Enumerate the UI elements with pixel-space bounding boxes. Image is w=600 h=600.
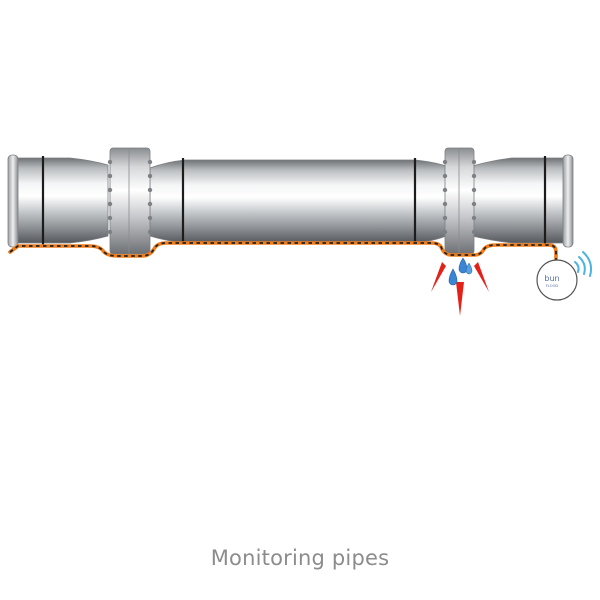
sensor-logo-text: bun [544, 274, 559, 283]
leak-arrow-left [431, 262, 446, 292]
sensor-body [536, 259, 578, 301]
pipe-end-left [7, 154, 19, 248]
leak-indicator [431, 257, 489, 316]
pipe [7, 154, 574, 248]
water-drop-icon [458, 257, 468, 274]
sensor-logo-subtext: FLOOD [546, 284, 559, 288]
caption: Monitoring pipes [210, 546, 390, 570]
water-drop-icon [465, 262, 473, 275]
wifi-signal-icon [574, 251, 593, 277]
pipe-flange-right [442, 147, 477, 255]
leak-arrow-right [474, 262, 489, 292]
water-drop-icon [448, 268, 458, 286]
sensing-cable [8, 241, 558, 262]
leak-sensor: bun FLOOD [536, 251, 593, 301]
pipe-flange-left [107, 147, 153, 255]
pipe-end-right [562, 154, 574, 248]
leak-arrow-center [456, 282, 464, 316]
